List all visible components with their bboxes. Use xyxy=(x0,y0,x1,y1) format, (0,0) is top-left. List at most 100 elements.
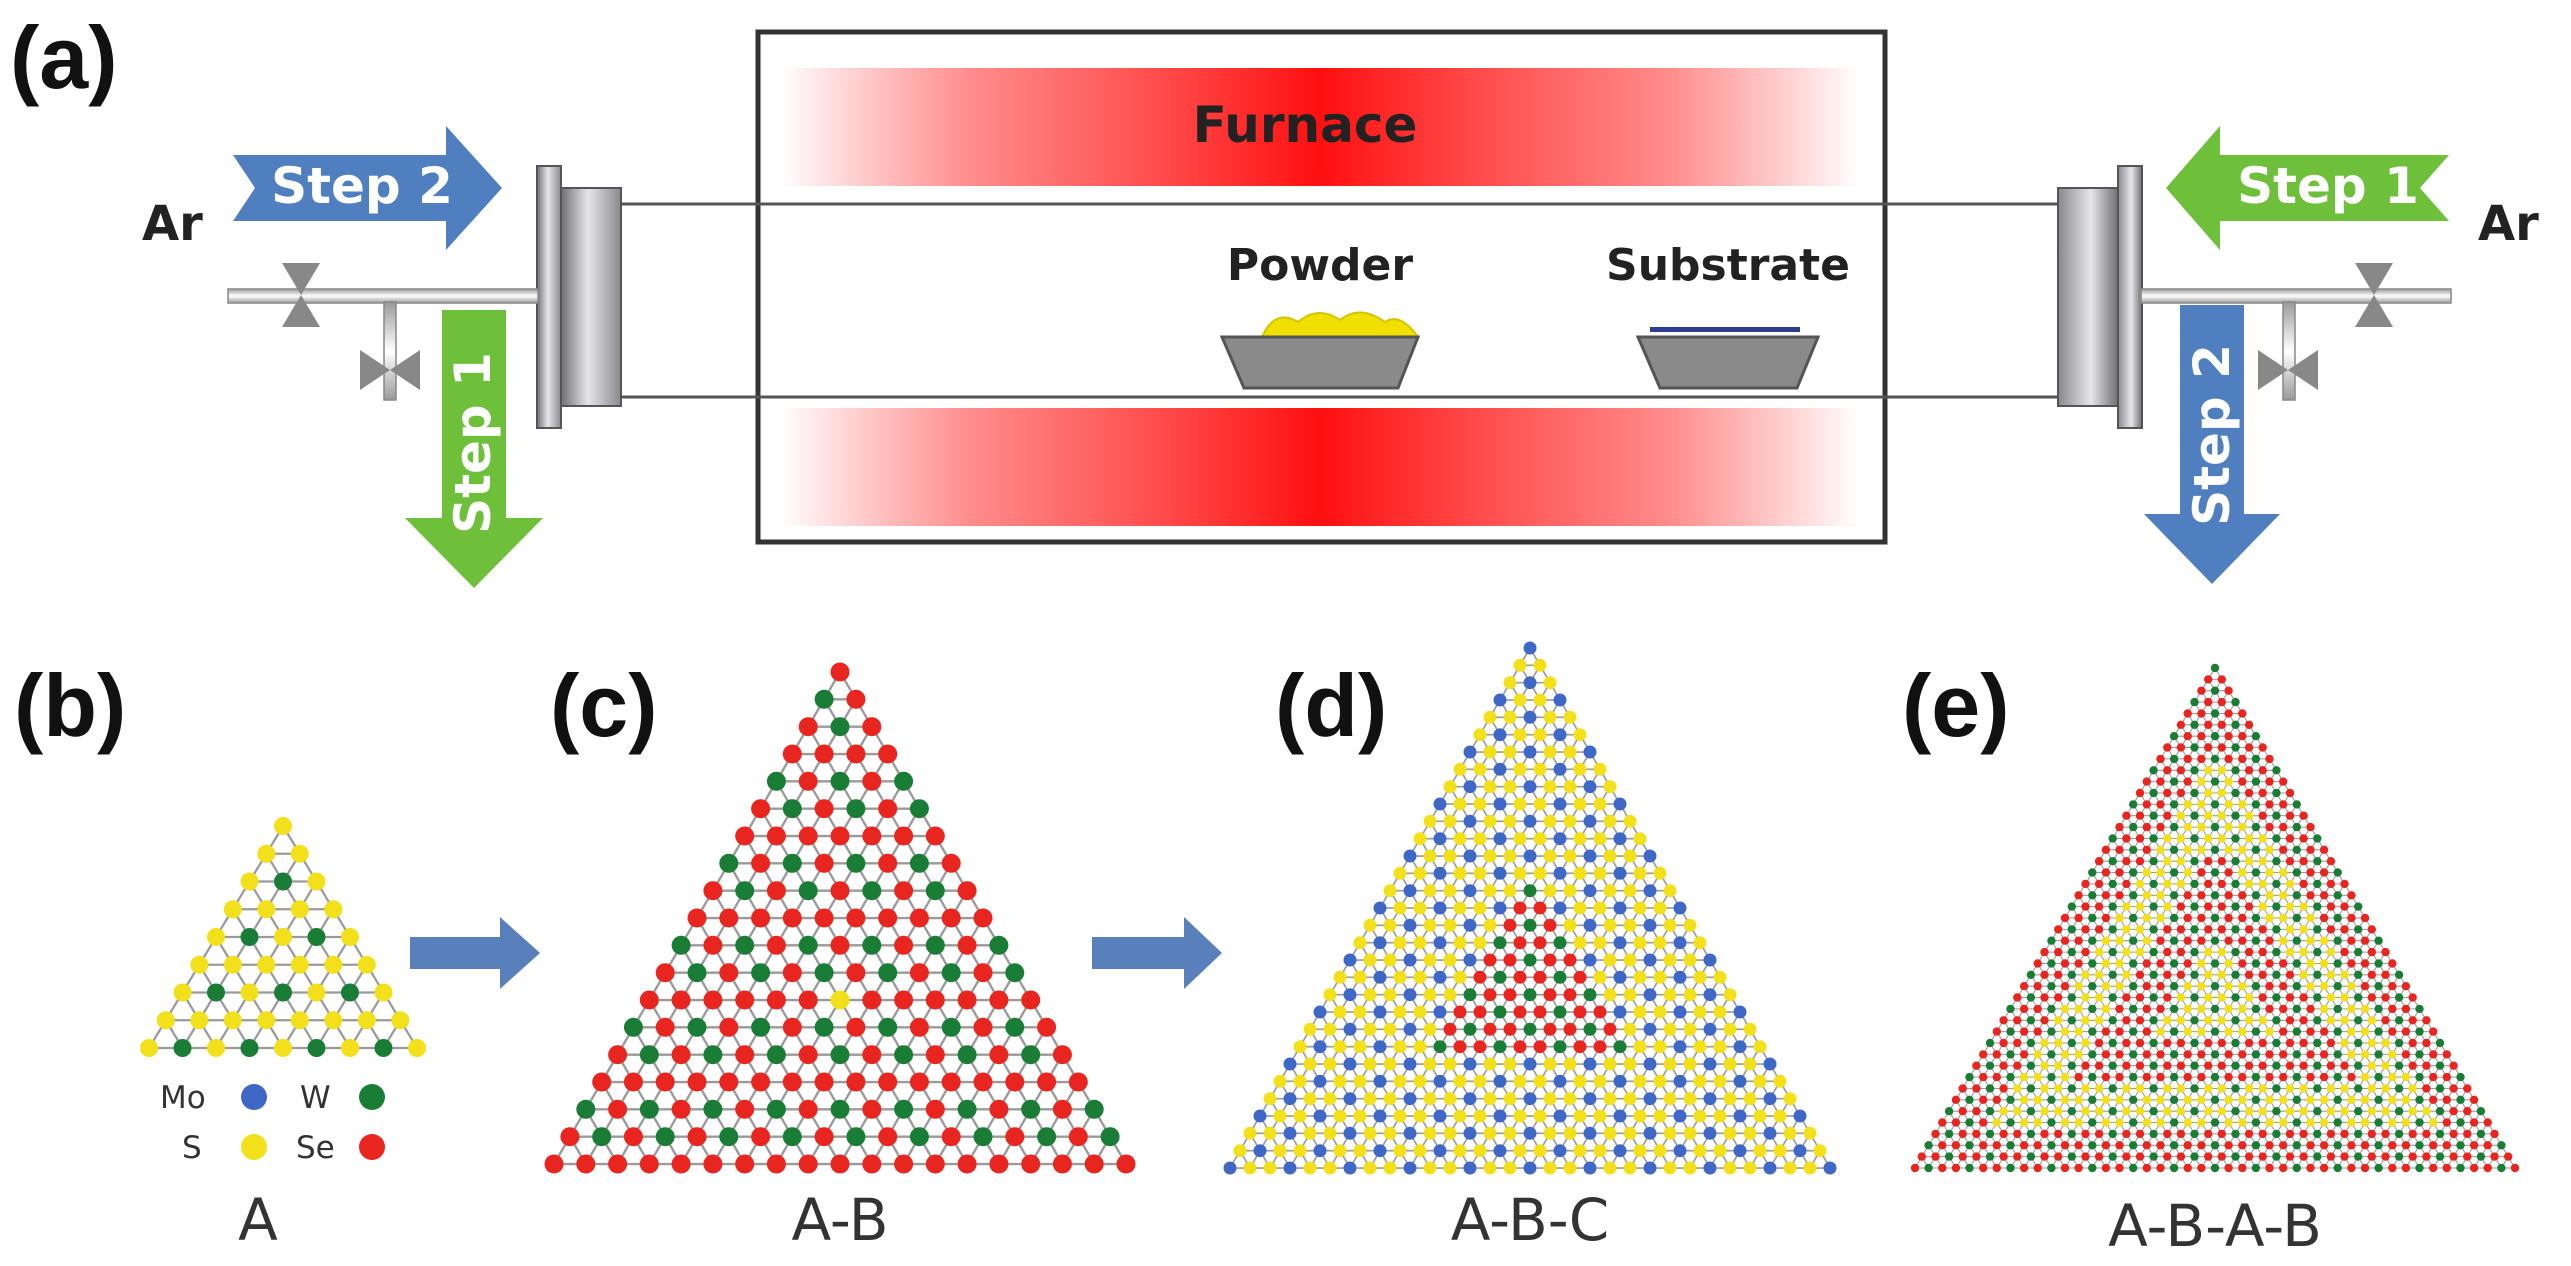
lattice-atom xyxy=(1583,1092,1597,1106)
lattice-atom xyxy=(2122,1107,2131,1116)
lattice-atom xyxy=(2142,1163,2151,1173)
lattice-atom xyxy=(2115,1163,2124,1173)
lattice-atom xyxy=(2210,732,2220,741)
lattice-atom xyxy=(2340,1152,2349,1161)
lattice-atom xyxy=(782,744,802,764)
lattice-atom xyxy=(2401,1027,2411,1036)
lattice-atom xyxy=(2204,675,2213,684)
lattice-atom xyxy=(2054,925,2063,934)
lattice-atom xyxy=(846,799,866,819)
lattice-atom xyxy=(1958,1084,1967,1093)
lattice-atom xyxy=(2081,879,2090,889)
lattice-atom xyxy=(1533,970,1547,984)
lattice-atom xyxy=(2265,982,2274,991)
lattice-atom xyxy=(2510,1163,2520,1173)
lattice-atom xyxy=(1433,1040,1447,1054)
lattice-atom xyxy=(2060,1050,2070,1059)
lattice-atom xyxy=(2197,686,2206,695)
lattice-atom xyxy=(2149,811,2158,820)
lattice-atom xyxy=(2306,868,2315,877)
lattice-atom xyxy=(2238,800,2247,809)
lattice-atom xyxy=(2285,1084,2295,1093)
lattice-atom xyxy=(274,928,292,946)
lattice-atom xyxy=(2142,982,2151,991)
lattice-atom xyxy=(1643,918,1657,932)
lattice-atom xyxy=(719,853,739,873)
lattice-atom xyxy=(2149,925,2158,934)
lattice-atom xyxy=(1965,1095,1974,1105)
lattice-atom xyxy=(2204,811,2213,820)
lattice-atom xyxy=(1583,918,1597,932)
lattice-atom xyxy=(1723,1092,1737,1106)
lattice-atom xyxy=(2135,1038,2145,1048)
lattice-atom xyxy=(1693,936,1707,950)
lattice-atom xyxy=(2115,1050,2124,1059)
lattice-atom xyxy=(1543,988,1557,1002)
lattice-atom xyxy=(1573,1074,1587,1088)
substrate-boat xyxy=(1635,327,1821,390)
lattice-atom xyxy=(2217,766,2226,775)
lattice-atom xyxy=(941,1072,961,1092)
lattice-atom xyxy=(2231,1061,2240,1070)
lattice-atom xyxy=(2060,936,2070,945)
lattice-atom xyxy=(735,1099,755,1119)
lattice-atom xyxy=(1958,1152,1967,1161)
lattice-atom xyxy=(2272,1107,2281,1116)
lattice-atom xyxy=(2115,1141,2124,1150)
lattice-atom xyxy=(1433,970,1447,984)
lattice-atom xyxy=(1999,1129,2008,1139)
lattice-atom xyxy=(989,990,1009,1010)
lattice-atom xyxy=(2388,1163,2397,1173)
lattice-atom xyxy=(766,1045,786,1065)
lattice-atom xyxy=(719,908,739,928)
lattice-atom xyxy=(782,963,802,983)
lattice-atom xyxy=(2272,1084,2281,1093)
lattice-atom xyxy=(1603,849,1617,863)
lattice-atom xyxy=(2394,1038,2404,1048)
lattice-atom xyxy=(2313,1129,2322,1139)
lattice-atom xyxy=(1713,1074,1727,1088)
lattice-atom xyxy=(2183,1163,2192,1173)
lattice-atom xyxy=(190,1011,209,1030)
lattice-atom xyxy=(2163,1129,2172,1139)
lattice-atom xyxy=(2299,970,2308,979)
lattice-atom xyxy=(2169,1004,2179,1014)
lattice-atom xyxy=(1733,1109,1747,1123)
lattice-atom xyxy=(1623,849,1637,863)
lattice-atom xyxy=(2047,1004,2056,1014)
lattice-atom xyxy=(2265,959,2274,968)
lattice-atom xyxy=(1523,884,1537,898)
lattice-atom xyxy=(766,1154,786,1174)
lattice-atom xyxy=(925,826,945,846)
lattice-atom xyxy=(2435,1152,2445,1161)
lattice-atom xyxy=(2135,1107,2145,1116)
lattice-atom xyxy=(2033,1141,2042,1150)
lattice-atom xyxy=(2101,1004,2111,1014)
lattice-atom xyxy=(2265,1027,2274,1036)
lattice-atom xyxy=(357,1011,376,1030)
lattice-atom xyxy=(2244,970,2254,979)
lattice-atom xyxy=(2169,913,2179,923)
lattice-atom xyxy=(1523,710,1537,724)
lattice-atom xyxy=(1483,1022,1497,1036)
lattice-atom xyxy=(798,935,818,955)
lattice-atom xyxy=(2163,788,2172,798)
lattice-atom xyxy=(1633,936,1647,950)
lattice-atom xyxy=(2415,1004,2424,1014)
lattice-atom xyxy=(1353,1040,1367,1054)
lattice-atom xyxy=(2313,1061,2322,1070)
lattice-atom xyxy=(1743,1161,1757,1175)
lattice-atom xyxy=(2231,834,2240,843)
lattice-atom xyxy=(909,853,929,873)
lattice-atom xyxy=(2149,902,2158,911)
lattice-atom xyxy=(2272,947,2281,957)
lattice-atom xyxy=(2292,1004,2301,1014)
lattice-atom xyxy=(830,935,850,955)
lattice-atom xyxy=(1683,1161,1697,1175)
lattice-atom xyxy=(1493,1144,1507,1158)
lattice-atom xyxy=(1673,901,1687,915)
lattice-atom xyxy=(2190,743,2199,752)
lattice-atom xyxy=(687,963,707,983)
flow-arrow-b-to-c xyxy=(410,917,540,989)
lattice-atom xyxy=(1603,1161,1617,1175)
